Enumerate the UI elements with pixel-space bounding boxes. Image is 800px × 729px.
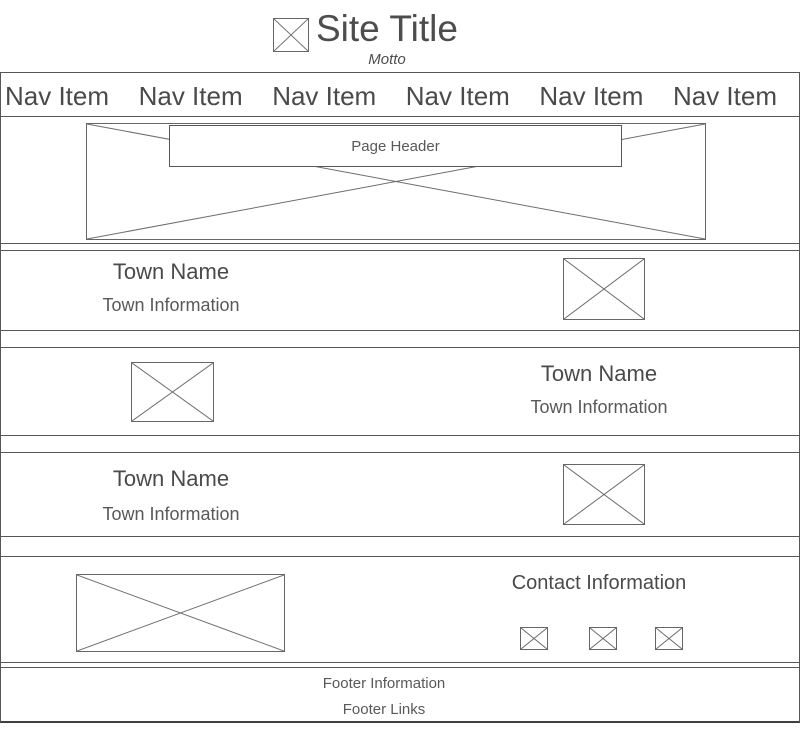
town-info-text: Town Information [530,397,668,417]
town-section-3: Town Name Town Information [0,452,800,537]
nav-item-6[interactable]: Nav Item [672,80,777,111]
nav-item-4[interactable]: Nav Item [405,80,510,111]
nav-item-3[interactable]: Nav Item [272,80,377,111]
footer-text-block: Footer Information Footer Links [1,671,767,723]
town-image-placeholder-icon [563,464,645,525]
contact-image-placeholder-icon [76,574,285,652]
section-spacer [0,435,800,453]
contact-heading: Contact Information [511,572,687,594]
nav-item-2[interactable]: Nav Item [138,80,243,111]
social-icon-placeholder-icon[interactable] [520,627,548,650]
town-image-placeholder-icon [563,258,645,320]
town-name-heading: Town Name [112,466,230,491]
town-section-2: Town Name Town Information [0,347,800,436]
site-title: Site Title [316,8,458,49]
nav-bar: Nav Item Nav Item Nav Item Nav Item Nav … [0,72,800,117]
hero-section: Page Header [0,116,800,244]
section-spacer [0,330,800,348]
site-motto: Motto [368,51,406,68]
town-info-text: Town Information [102,504,240,524]
page-header-label: Page Header [351,137,440,155]
section-spacer [0,536,800,557]
town-name-heading: Town Name [540,361,658,386]
contact-section: Contact Information [0,556,800,663]
footer-section: Footer Information Footer Links [0,667,800,723]
site-logo-image-placeholder-icon [273,18,309,52]
nav-item-5[interactable]: Nav Item [539,80,644,111]
town-image-placeholder-icon [131,362,214,422]
footer-information: Footer Information [322,675,446,692]
social-icon-placeholder-icon[interactable] [589,627,617,650]
social-icon-placeholder-icon[interactable] [655,627,683,650]
site-header: Site Title Motto [0,0,800,72]
town-section-1: Town Name Town Information [0,250,800,331]
footer-links[interactable]: Footer Links [342,701,426,718]
town-info-text: Town Information [102,295,240,315]
nav-item-1[interactable]: Nav Item [5,80,110,111]
page-header-box: Page Header [169,125,622,167]
town-name-heading: Town Name [112,259,230,284]
